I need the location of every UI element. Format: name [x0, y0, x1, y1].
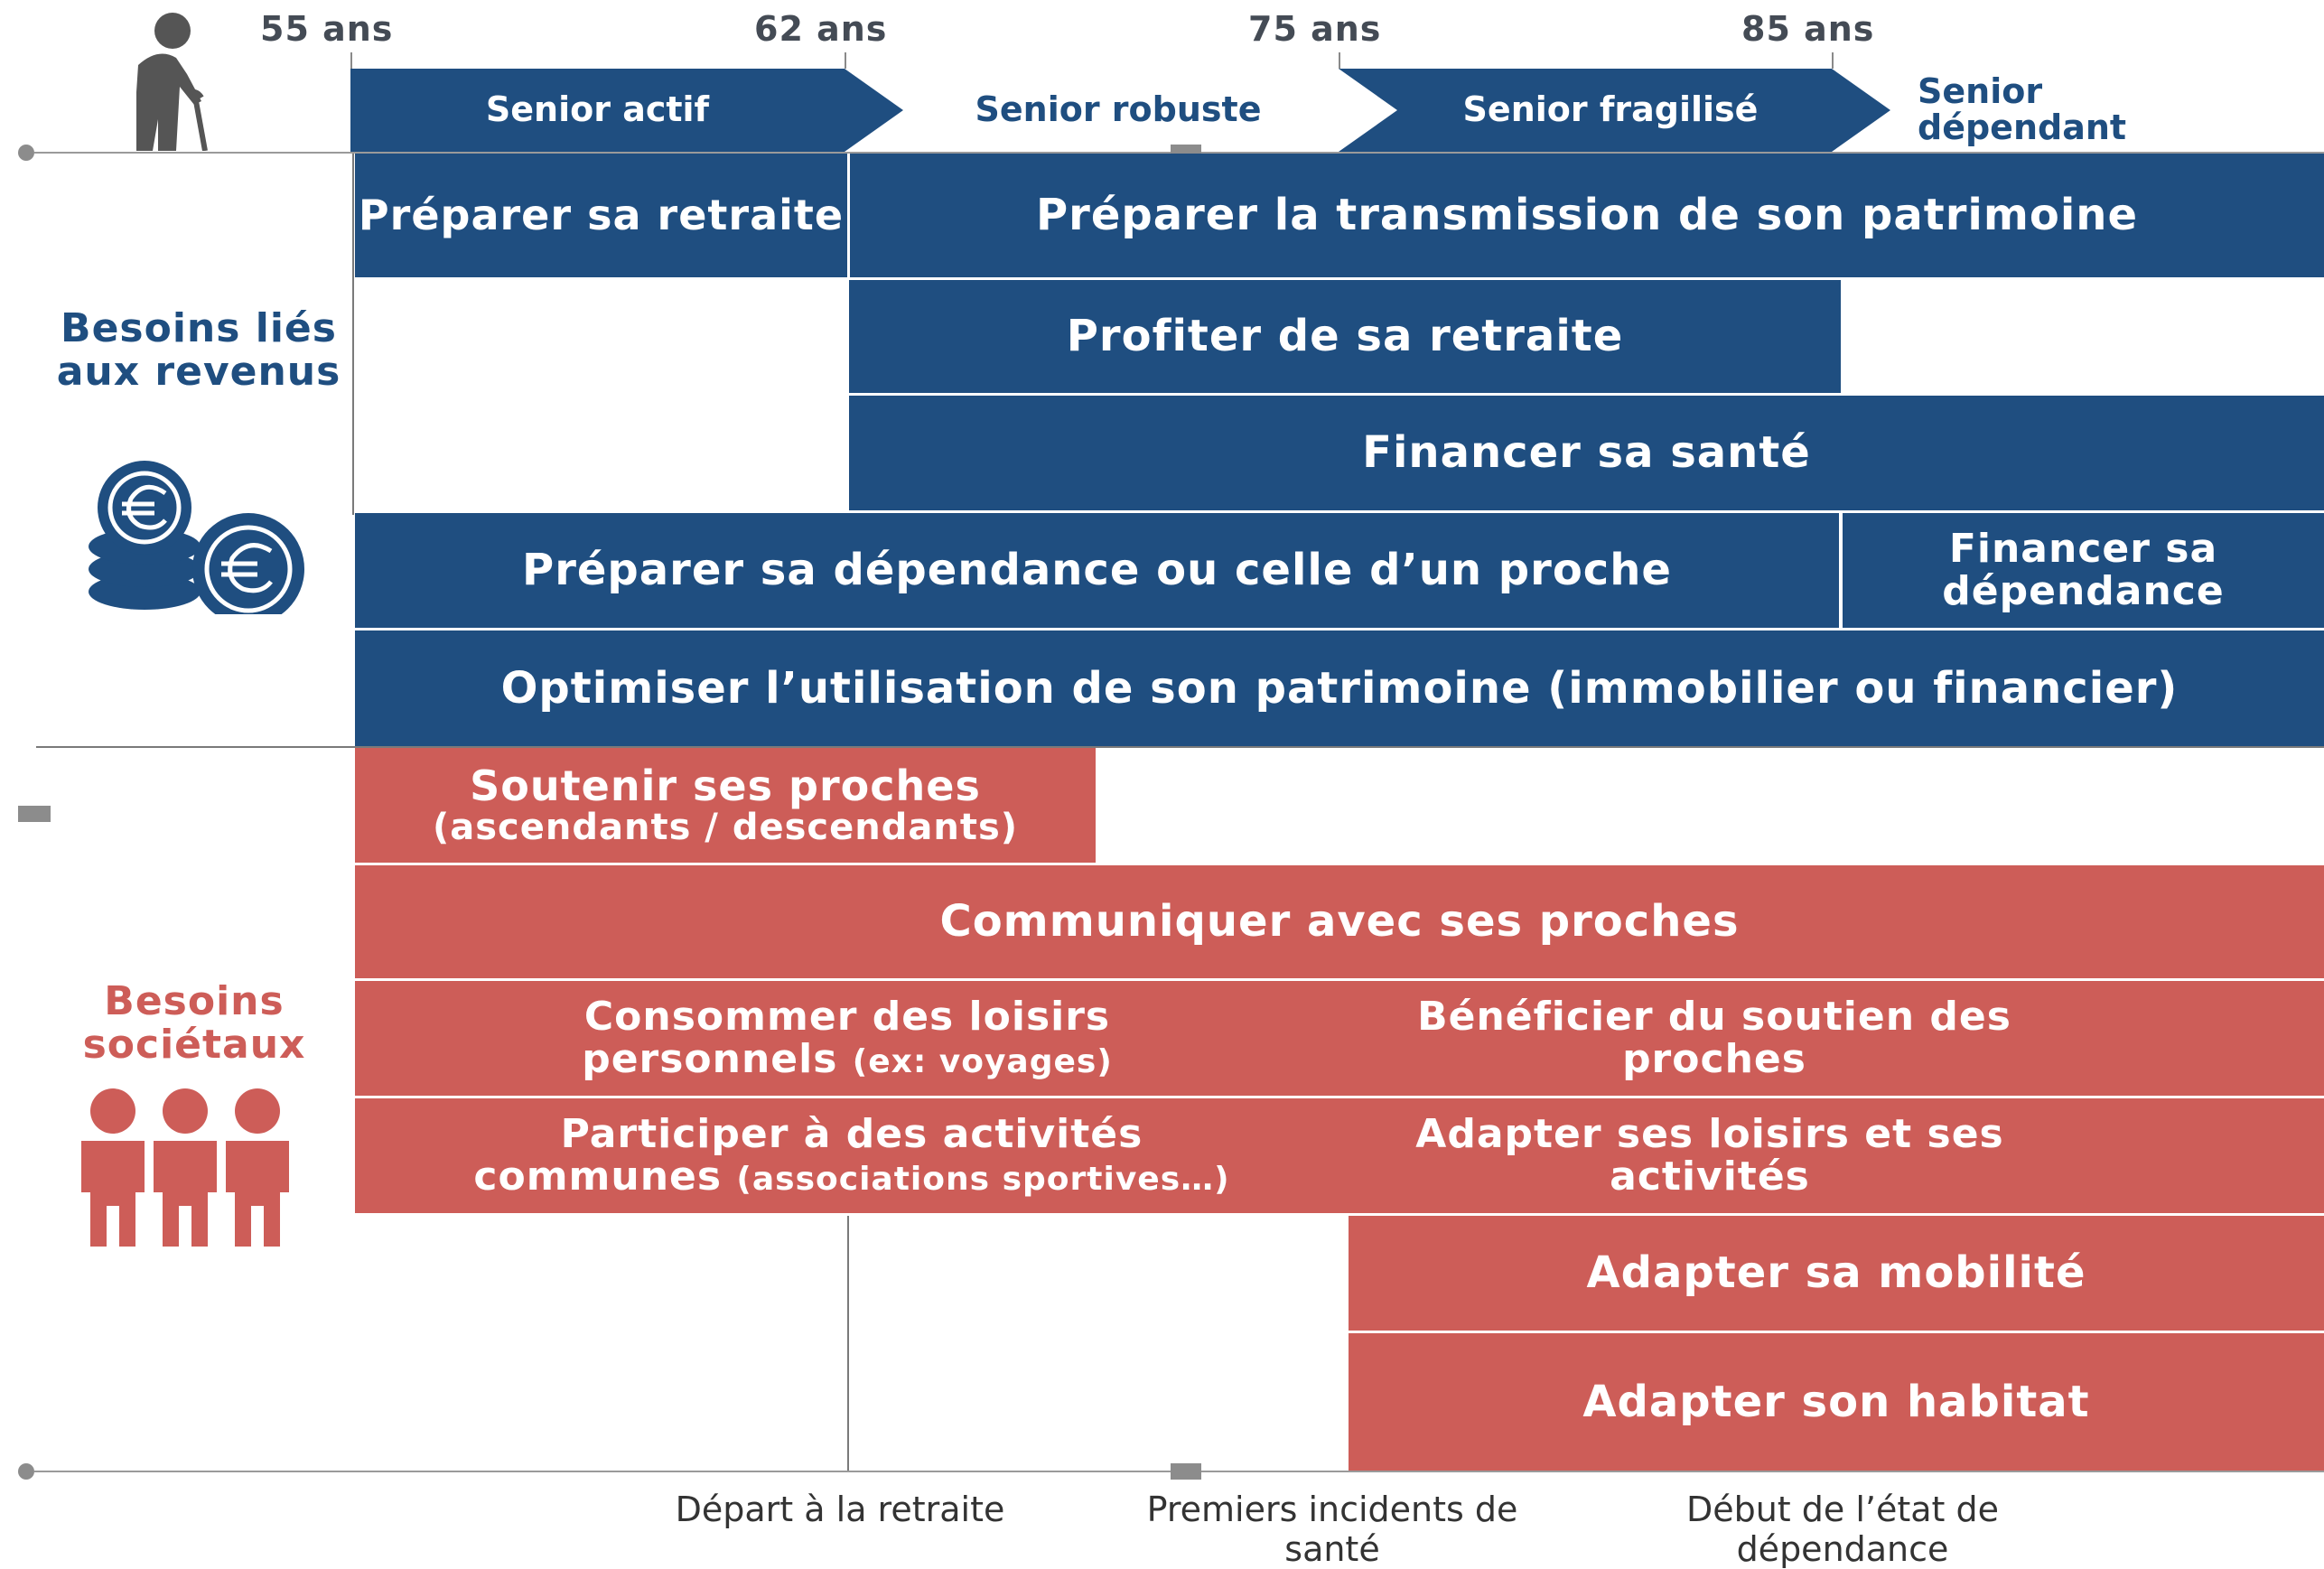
age-tick: [845, 52, 846, 69]
bar-preparer-dependance: Préparer sa dépendance ou celle d’un pro…: [355, 513, 1839, 630]
resize-handle[interactable]: [18, 145, 34, 161]
bar-soutenir-proches-line2: (ascendants / descendants): [432, 806, 1019, 848]
bar-consommer-loisirs-line1: Consommer des loisirs: [583, 994, 1111, 1041]
age-label-62: 62 ans: [754, 9, 888, 49]
bar-consommer-loisirs-line2: personnels (ex: voyages): [582, 1035, 1113, 1082]
axis-line: [352, 154, 354, 515]
age-tick: [1339, 52, 1340, 69]
age-tick: [350, 52, 352, 69]
retirement-marker-line: [847, 1216, 849, 1471]
age-label-85: 85 ans: [1741, 9, 1875, 49]
bar-consommer-loisirs: Consommer des loisirs personnels (ex: vo…: [355, 981, 1339, 1098]
milestone-incidents-sante: Premiers incidents de santé: [1146, 1490, 1518, 1569]
bar-optimiser-patrimoine: Optimiser l’utilisation de son patrimoin…: [355, 630, 2324, 746]
bar-participer-activites-line1: Participer à des activités: [560, 1111, 1143, 1158]
euro-coins-icon: [77, 461, 321, 625]
stage-senior-robuste: Senior robuste: [975, 89, 1262, 130]
section-divider: [36, 746, 2324, 748]
stage-senior-dependant: Senior dépendant: [1918, 71, 2127, 147]
bar-soutenir-proches-line1: Soutenir ses proches: [470, 761, 981, 811]
bar-financer-dependance: Financer sa dépendance: [1839, 513, 2324, 630]
senior-person-icon: [86, 11, 221, 152]
bar-soutenir-proches: Soutenir ses proches (ascendants / desce…: [355, 748, 1096, 865]
societal-needs-title: Besoins sociétaux: [82, 978, 306, 1069]
stage-arrow-band: Senior actif Senior robuste Senior fragi…: [350, 69, 2324, 152]
milestone-debut-dependance: Début de l’état de dépendance: [1685, 1490, 2000, 1569]
bar-participer-activites-line2: communes (associations sportives…): [473, 1153, 1230, 1200]
bar-profiter-retraite: Profiter de sa retraite: [849, 280, 1841, 396]
resize-handle[interactable]: [18, 1463, 34, 1480]
bar-beneficier-soutien: Bénéficier du soutien des proches: [1339, 981, 2324, 1098]
bar-financer-sante: Financer sa santé: [849, 396, 2324, 513]
stage-senior-actif: Senior actif: [485, 89, 710, 130]
stage-senior-fragilise: Senior fragilisé: [1462, 89, 1759, 130]
age-tick: [1832, 52, 1834, 69]
milestone-depart-retraite: Départ à la retraite: [675, 1490, 1005, 1529]
people-group-icon: [63, 1088, 307, 1247]
bar-communiquer-proches: Communiquer avec ses proches: [355, 865, 2324, 981]
bar-adapter-mobilite: Adapter sa mobilité: [1349, 1216, 2324, 1333]
resize-handle[interactable]: [18, 806, 51, 822]
bar-preparer-transmission: Préparer la transmission de son patrimoi…: [847, 154, 2324, 280]
bar-adapter-habitat: Adapter son habitat: [1349, 1333, 2324, 1471]
bar-adapter-loisirs: Adapter ses loisirs et ses activités: [1339, 1098, 2324, 1216]
resize-handle[interactable]: [1171, 1463, 1201, 1480]
revenue-needs-title: Besoins liés aux revenus: [56, 305, 341, 396]
age-label-75: 75 ans: [1248, 9, 1382, 49]
bar-participer-activites: Participer à des activités communes (ass…: [355, 1098, 1349, 1216]
bar-preparer-retraite: Préparer sa retraite: [355, 154, 847, 280]
age-label-55: 55 ans: [260, 9, 394, 49]
